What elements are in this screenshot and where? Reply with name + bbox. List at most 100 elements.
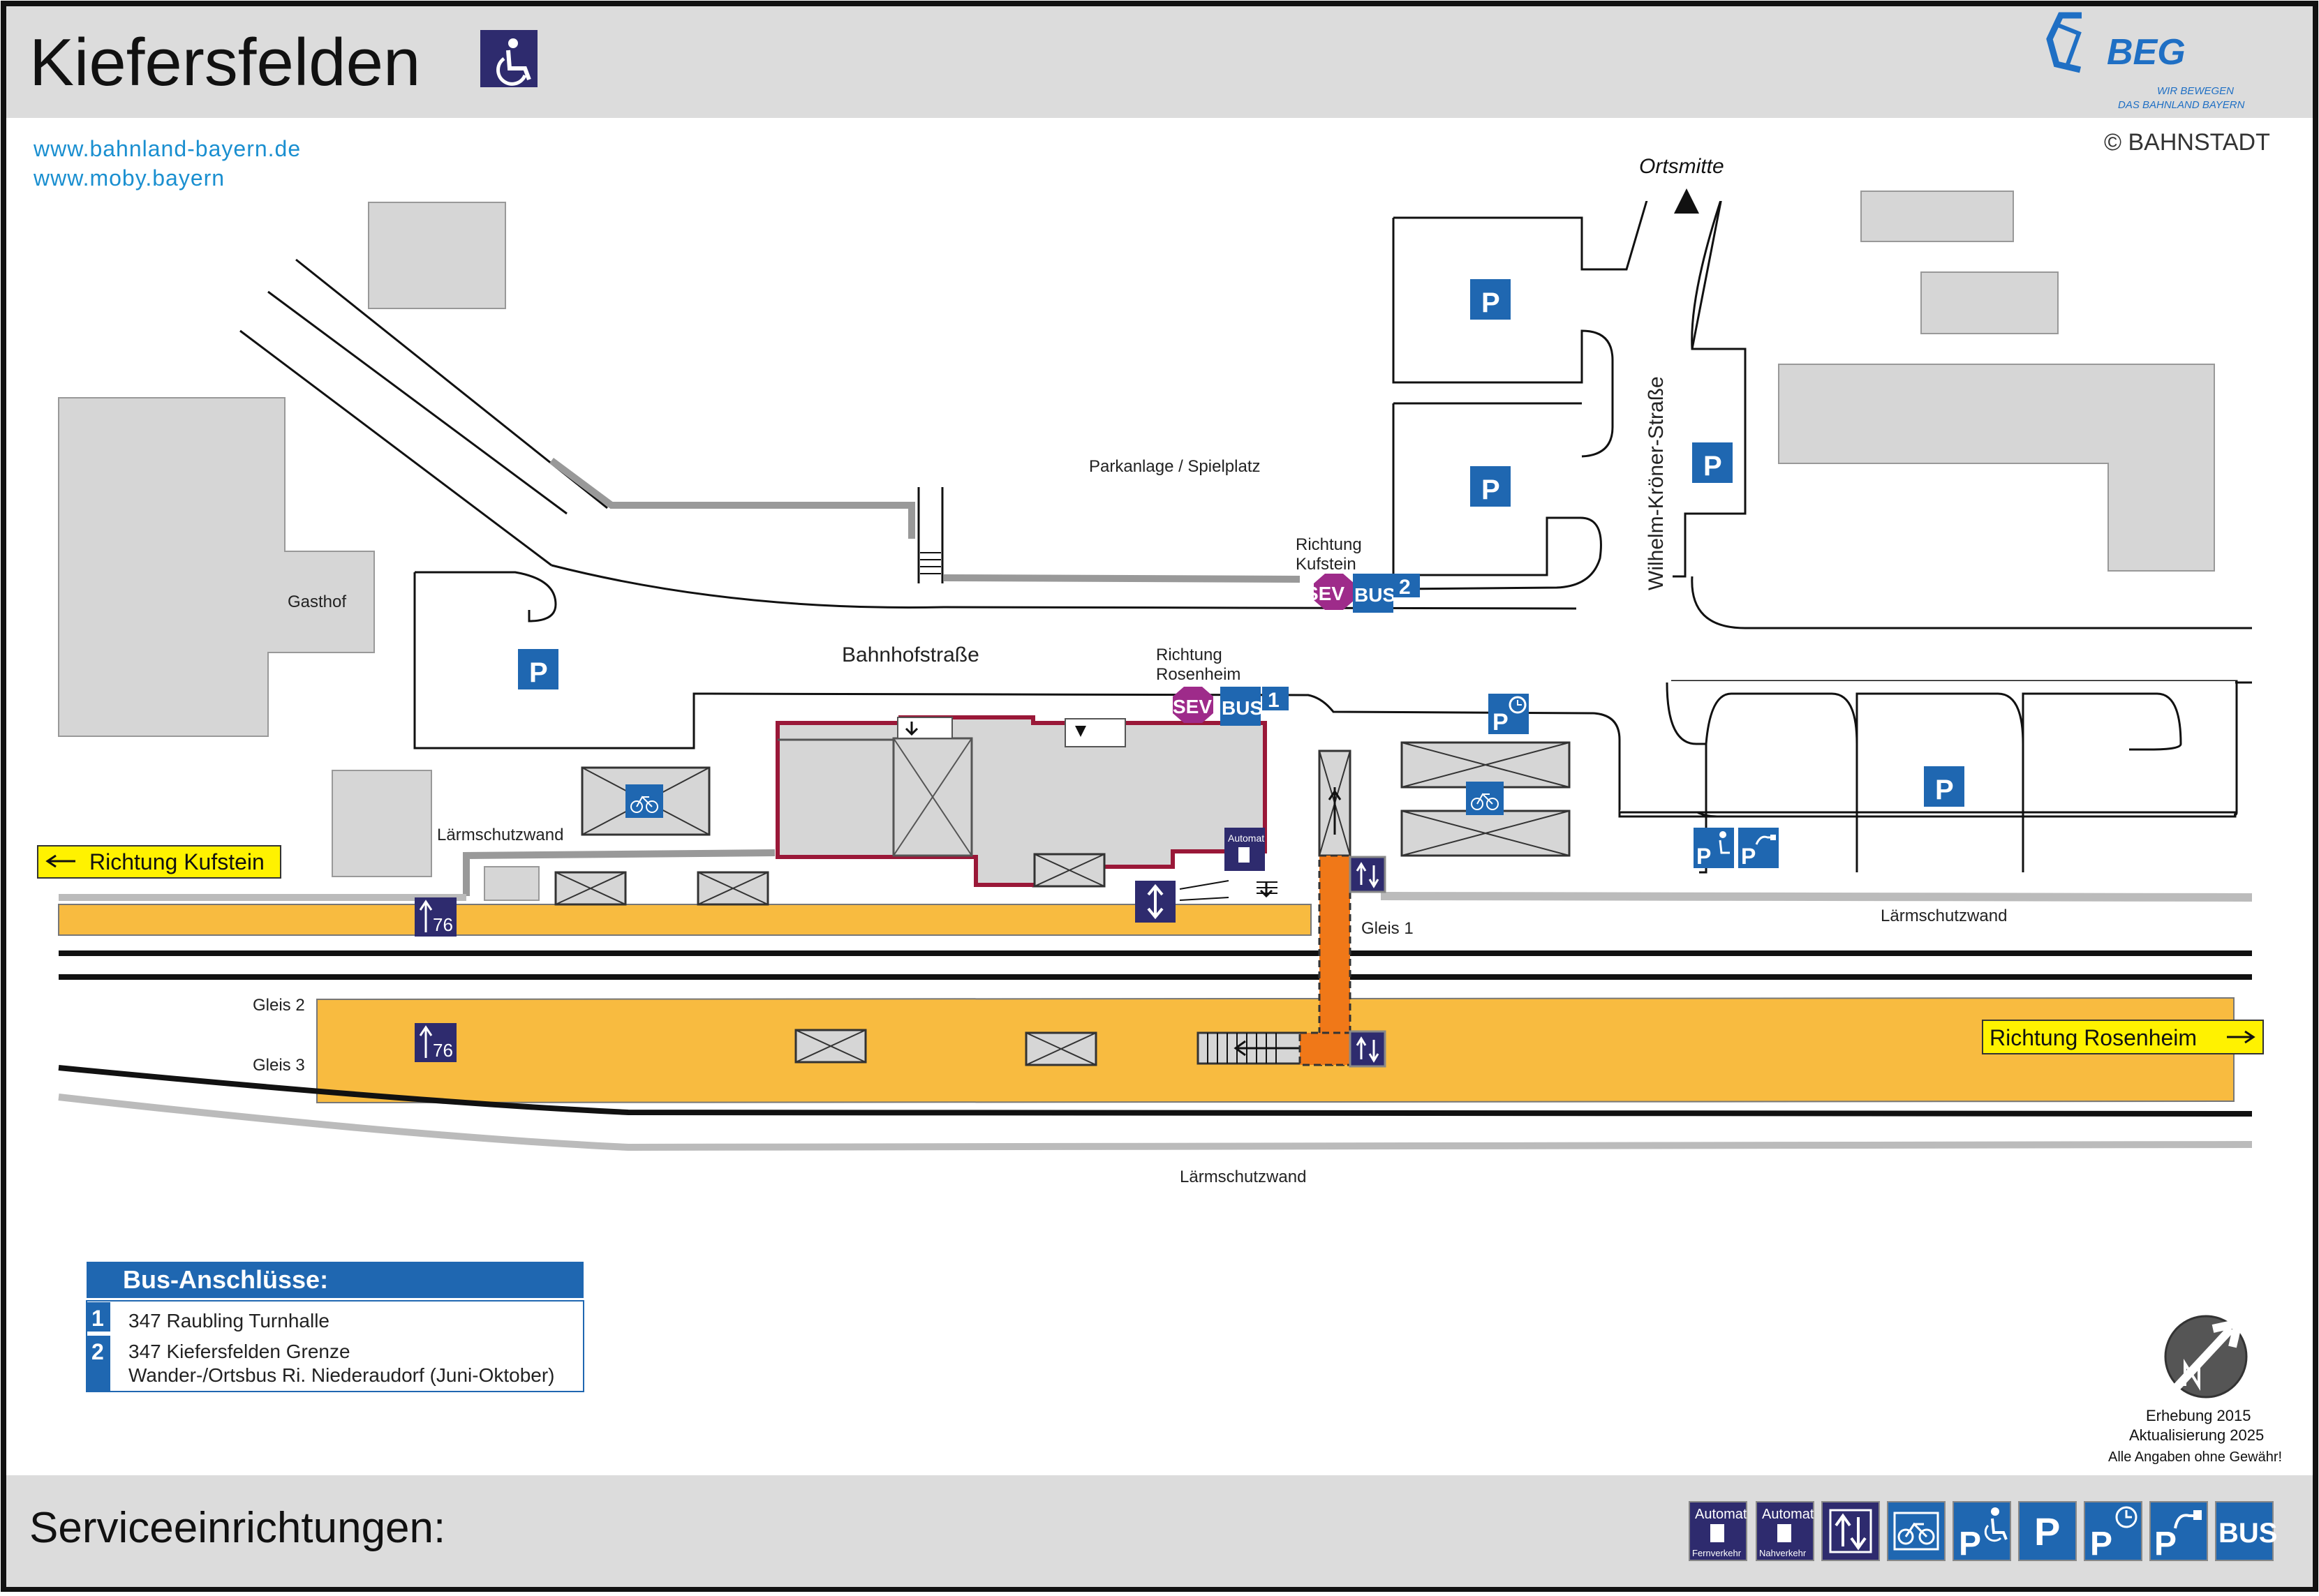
automat-fernverkehr-icon: Automat Fernverkehr	[1689, 1501, 1747, 1561]
copyright: © BAHNSTADT	[2104, 129, 2270, 156]
svg-text:P: P	[1935, 775, 1954, 805]
direction-sign-kufstein: Richtung Kufstein	[37, 845, 281, 879]
beg-tagline-2: DAS BAHNLAND BAYERN	[2118, 99, 2245, 111]
beg-tagline-1: WIR BEWEGEN	[2157, 85, 2234, 97]
shelter	[697, 871, 769, 906]
gasthof-building	[58, 397, 375, 737]
bus-connection-num: 1	[91, 1306, 104, 1331]
svg-text:76: 76	[433, 914, 453, 935]
svg-text:SEV: SEV	[1305, 583, 1344, 604]
svg-text:P: P	[1959, 1526, 1981, 1563]
disabled-parking-icon: P	[1953, 1501, 2011, 1563]
parking-sign: P	[518, 649, 558, 689]
parking-sign: P	[1924, 766, 1964, 807]
parking-sign: P	[1470, 466, 1511, 507]
platform-height-icon: 76	[415, 1023, 457, 1062]
station-building	[776, 715, 1267, 887]
shelter	[554, 871, 627, 906]
shelter	[1033, 853, 1106, 888]
svg-text:P: P	[1703, 451, 1722, 482]
bus-connection-line: 347 Kiefersfelden Grenze	[128, 1341, 350, 1362]
sev-stop-kufstein: SEV	[1305, 574, 1354, 610]
svg-text:Richtung Rosenheim: Richtung Rosenheim	[1990, 1025, 2197, 1050]
ortsmitte-label: Ortsmitte	[1639, 155, 1724, 178]
ev-charging-parking-icon: P	[2149, 1501, 2208, 1563]
sev-stop-rosenheim: SEV	[1173, 687, 1213, 723]
building	[368, 202, 506, 309]
svg-text:BUS: BUS	[1354, 584, 1395, 606]
bike-shelter	[1400, 741, 1571, 857]
svg-text:Automat: Automat	[1228, 833, 1264, 844]
svg-text:P: P	[1481, 475, 1500, 505]
svg-text:P: P	[1481, 288, 1500, 318]
elevator-icon	[1349, 1030, 1386, 1068]
gleis-3-label: Gleis 3	[253, 1056, 305, 1075]
stairs-icon	[1179, 880, 1277, 901]
shelter	[794, 1029, 867, 1064]
svg-text:Fernverkehr: Fernverkehr	[1692, 1548, 1742, 1558]
gleis-2-label: Gleis 2	[253, 996, 305, 1015]
underpass	[1298, 749, 1351, 1066]
direction-sign-rosenheim: Richtung Rosenheim	[1982, 1020, 2264, 1054]
ev-charging-parking-icon: P	[1738, 828, 1779, 869]
survey-year: Erhebung 2015	[2146, 1407, 2251, 1424]
svg-text:76: 76	[433, 1040, 453, 1061]
svg-text:2: 2	[1399, 576, 1411, 599]
automat-nahverkehr-icon: Automat Nahverkehr	[1756, 1501, 1814, 1561]
gasthof-label: Gasthof	[288, 592, 346, 611]
gleis-1-label: Gleis 1	[1361, 919, 1414, 938]
svg-text:SEV: SEV	[1173, 696, 1212, 717]
bus-icon: BUS	[2215, 1501, 2277, 1561]
elevator-icon	[1135, 881, 1176, 923]
ortsmitte-arrow-icon	[1674, 188, 1699, 214]
svg-text:P: P	[2034, 1509, 2060, 1553]
svg-text:P: P	[529, 657, 548, 688]
arrow-left-icon	[45, 854, 75, 868]
stairs-icon	[920, 552, 941, 574]
disclaimer: Alle Angaben ohne Gewähr!	[2108, 1449, 2282, 1465]
automat-nahverkehr-icon: Automat	[1224, 828, 1265, 871]
disabled-parking-icon: P	[1694, 828, 1734, 869]
header-band	[6, 6, 2313, 118]
svg-text:Richtung Kufstein: Richtung Kufstein	[89, 849, 265, 874]
svg-text:P: P	[2090, 1526, 2112, 1563]
parking-sign: P	[1470, 279, 1511, 320]
parkanlage-label: Parkanlage / Spielplatz	[1089, 457, 1260, 476]
svg-text:P: P	[1696, 844, 1711, 869]
short-term-parking-icon: P	[1488, 694, 1529, 736]
short-term-parking-icon: P	[2084, 1501, 2142, 1563]
bus-stop-2: BUS 2	[1353, 574, 1420, 613]
svg-text:Automat: Automat	[1762, 1507, 1814, 1522]
elevator-icon	[1349, 856, 1386, 893]
street-bahnhofstrasse: Bahnhofstraße	[842, 643, 979, 666]
link-bahnland[interactable]: www.bahnland-bayern.de	[33, 136, 301, 161]
beg-logo-text: BEG	[2107, 32, 2186, 73]
bike-parking-icon	[1887, 1501, 1946, 1561]
parking-sign: P	[1692, 442, 1733, 483]
track-gleis-3	[58, 1065, 2253, 1117]
bus-connection-line: 347 Raubling Turnhalle	[128, 1310, 329, 1332]
elevator-icon	[1821, 1501, 1880, 1561]
building	[1860, 191, 2014, 242]
map: Gasthof	[37, 142, 2264, 1186]
svg-text:Automat: Automat	[1695, 1507, 1747, 1522]
svg-text:P: P	[1492, 709, 1509, 736]
bike-shelter	[581, 766, 711, 836]
service-label: Serviceeinrichtungen:	[29, 1504, 445, 1552]
wheelchair-icon	[480, 30, 538, 87]
bike-icon	[630, 796, 658, 813]
link-moby[interactable]: www.moby.bayern	[33, 165, 225, 191]
svg-text:BUS: BUS	[2218, 1518, 2277, 1549]
service-icons: Automat Fernverkehr Automat Nahverkehr P	[1689, 1501, 2277, 1563]
laermschutzwand-label: Lärmschutzwand	[1881, 907, 2007, 925]
bus-connection-line: Wander-/Ortsbus Ri. Niederaudorf (Juni-O…	[128, 1364, 555, 1386]
building	[1920, 271, 2059, 334]
page-title: Kiefersfelden	[29, 25, 420, 100]
laermschutzwand-label: Lärmschutzwand	[437, 826, 563, 844]
svg-text:BUS: BUS	[1222, 697, 1263, 719]
laermschutzwand-label: Lärmschutzwand	[1180, 1168, 1306, 1186]
